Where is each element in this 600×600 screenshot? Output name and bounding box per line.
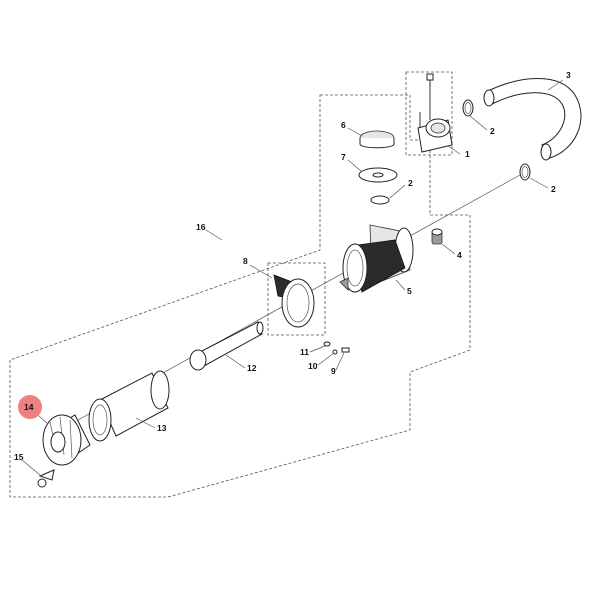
callout-label-6[interactable]: 6: [341, 120, 346, 130]
callout-label-2[interactable]: 2: [490, 126, 495, 136]
clamp-ring-c: [370, 195, 390, 205]
valve-part: [37, 469, 55, 488]
u-tube-part: [483, 78, 582, 161]
callout-label-2[interactable]: 2: [408, 178, 413, 188]
cap-part: [359, 130, 395, 149]
assembly-outline: [9, 94, 471, 498]
callout-label-3[interactable]: 3: [566, 70, 571, 80]
intake-elbow-outline: [405, 71, 453, 156]
callout-label-13[interactable]: 13: [157, 423, 167, 433]
callout-label-2[interactable]: 2: [551, 184, 556, 194]
callout-label-9[interactable]: 9: [331, 366, 336, 376]
callout-label-7[interactable]: 7: [341, 152, 346, 162]
fitting-part: [431, 228, 443, 245]
callout-label-14[interactable]: 14: [24, 402, 34, 412]
inner-filter-part: [189, 321, 264, 371]
end-cover-part: [42, 414, 91, 466]
callout-label-10[interactable]: 10: [308, 361, 318, 371]
callout-label-5[interactable]: 5: [407, 286, 412, 296]
highlight-badge[interactable]: [18, 395, 42, 419]
bracket-band-part: [273, 274, 315, 328]
callout-label-16[interactable]: 16: [196, 222, 206, 232]
callout-label-8[interactable]: 8: [243, 256, 248, 266]
bracket-outline: [267, 262, 326, 336]
clamp-ring-b: [519, 163, 531, 181]
elbow-part: [417, 73, 453, 153]
callout-label-1[interactable]: 1: [465, 149, 470, 159]
filter-housing-part: [339, 224, 414, 293]
clamp-ring-a: [462, 99, 474, 117]
main-filter-part: [88, 370, 170, 442]
callout-label-15[interactable]: 15: [14, 452, 24, 462]
hardware-parts: [323, 341, 350, 355]
callout-label-12[interactable]: 12: [247, 363, 257, 373]
callout-label-11[interactable]: 11: [300, 347, 309, 357]
leader-lines: [21, 79, 564, 476]
callout-label-4[interactable]: 4: [457, 250, 462, 260]
washer-plate-part: [358, 167, 398, 183]
